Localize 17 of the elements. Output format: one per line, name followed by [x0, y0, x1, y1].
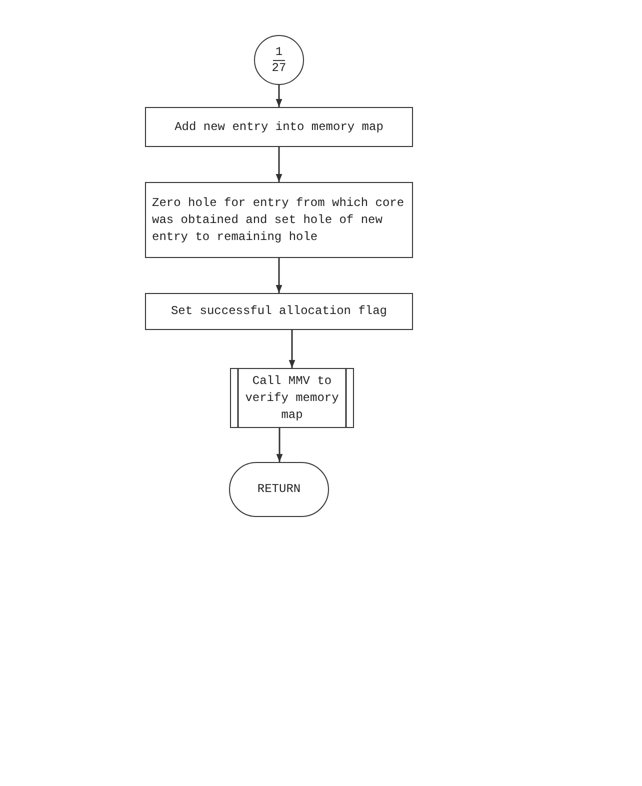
fraction-denominator: 27: [272, 60, 286, 76]
off-page-connector: [254, 35, 304, 85]
node-text: Call MMV to verify memory map: [245, 372, 339, 424]
process-box: [145, 107, 413, 147]
node-text: RETURN: [257, 481, 301, 498]
arrow: [288, 330, 296, 368]
process-box: [145, 293, 413, 330]
predefined-process-box: [230, 368, 354, 428]
arrow: [276, 85, 282, 107]
node-text: Set successful allocation flag: [170, 303, 388, 320]
node-text: Add new entry into memory map: [174, 118, 384, 136]
fraction-numerator: 1: [273, 44, 285, 60]
process-box: [145, 182, 413, 258]
arrow: [276, 147, 282, 182]
node-text: Zero hole for entry from which core was obtained and set hole of new entry to remaining hole: [152, 194, 406, 246]
arrow: [276, 258, 282, 293]
arrow: [276, 428, 283, 462]
